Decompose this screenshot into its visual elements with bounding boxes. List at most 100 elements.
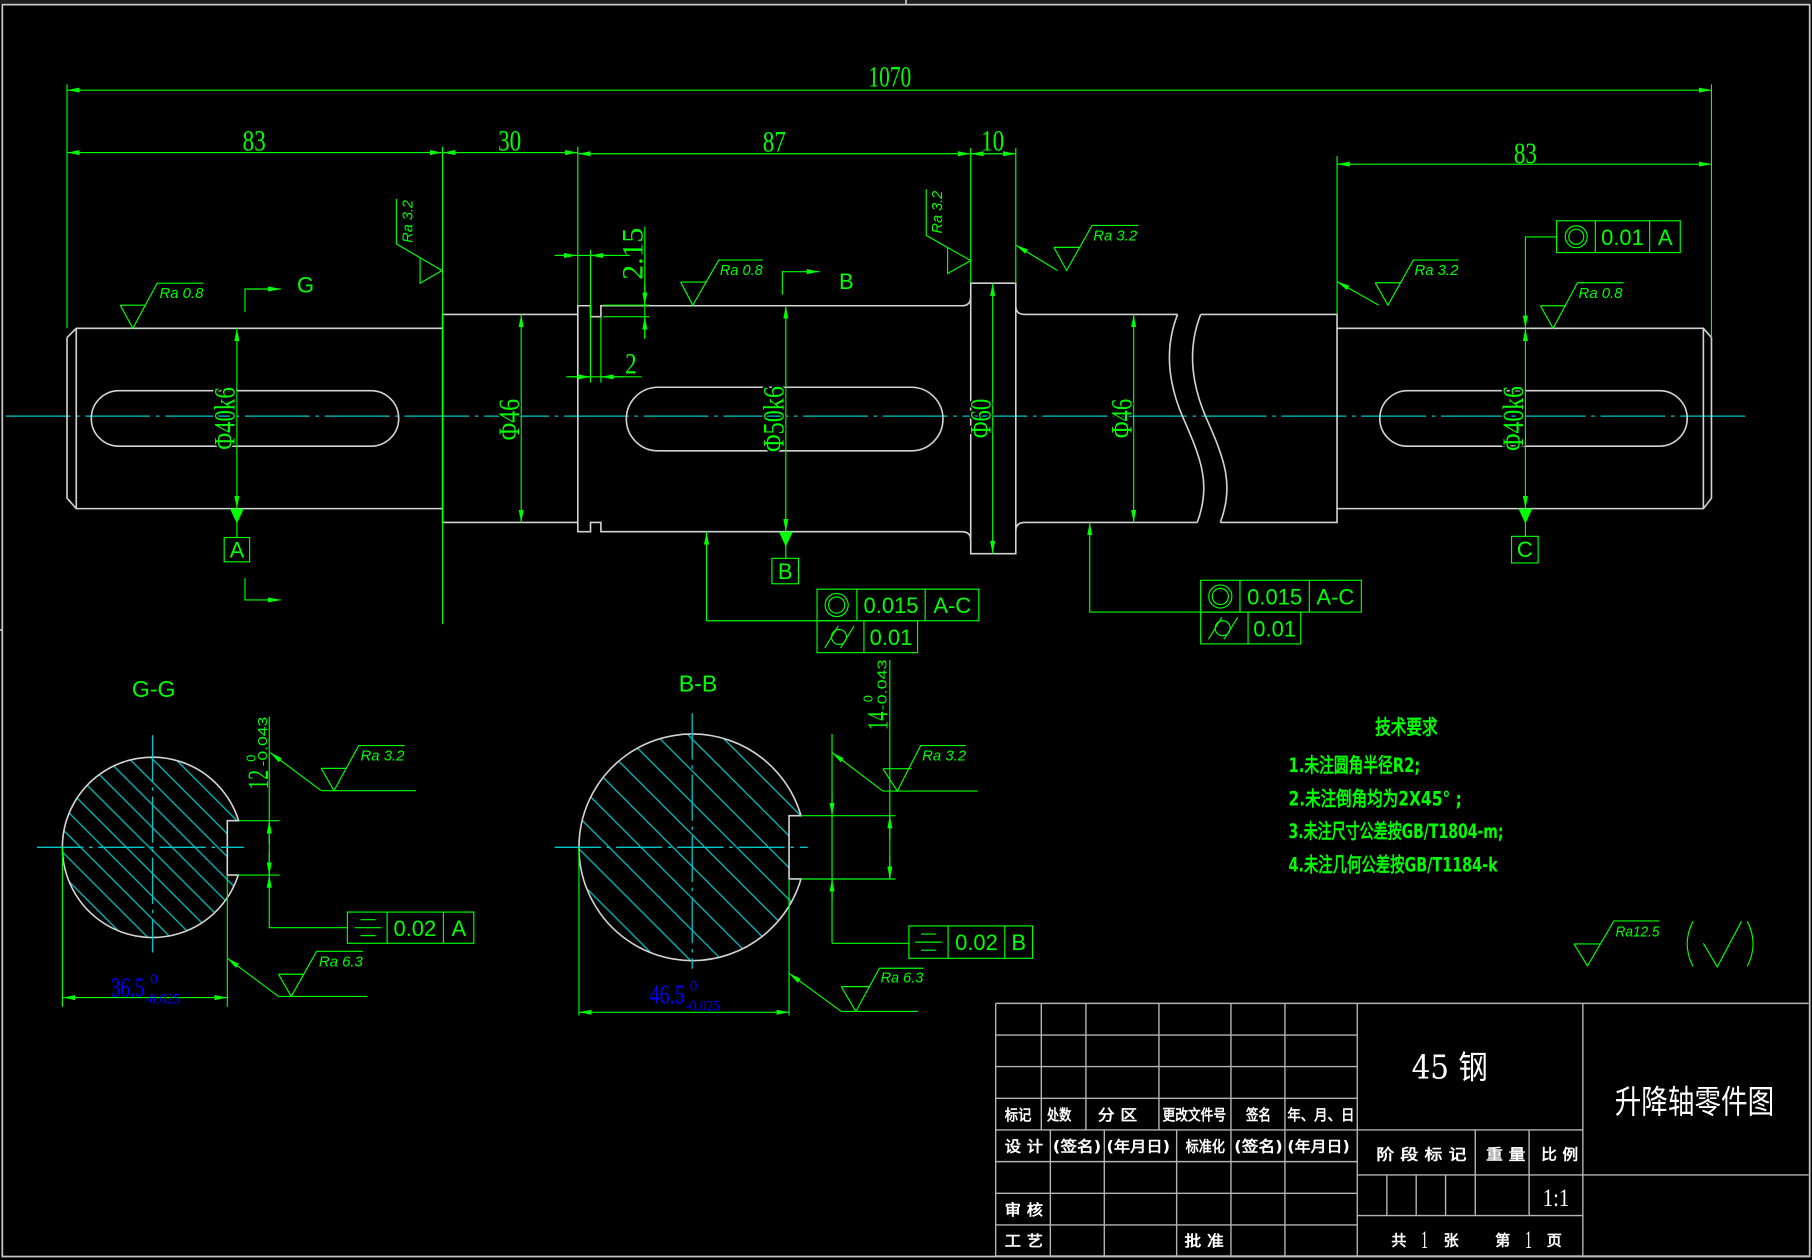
roughness-icon <box>1053 224 1139 272</box>
dim-key-depth: 36.5 0 -0.025 <box>62 971 228 1007</box>
dim-key-width: 14 0 -0.043 <box>860 659 895 879</box>
datum-c: C <box>1510 535 1539 564</box>
section-cut-label: G <box>297 272 314 297</box>
dim-collar-width: 10 <box>970 123 1016 157</box>
tech-requirements: 技术要求 1.未注圆角半径R2; 2.未注倒角均为2X45° ; 3.未注尺寸公… <box>1289 716 1504 877</box>
keyway-right <box>1378 389 1689 448</box>
datum-triangle <box>778 531 793 547</box>
section-cut-b: B <box>781 269 854 295</box>
title-block: 标记 处数 分 区 更改文件号 签名 年、月、日 设 计 (签名) (年月日) … <box>994 1002 1809 1257</box>
extension-lines <box>61 820 280 1007</box>
cylindricity-icon <box>824 625 855 649</box>
gdt-value: 0.01 <box>1601 225 1644 250</box>
stage-label: 阶 段 标 记 <box>1376 1145 1466 1163</box>
cylindricity-icon <box>1207 616 1239 640</box>
datum-label: B <box>778 559 793 584</box>
dim-tol-upper: 0 <box>150 972 158 988</box>
dim-dia-body: Φ46 <box>1103 314 1140 523</box>
gdt-frame-symmetry: 0.02 A <box>266 875 475 944</box>
title-block-label: (年月日) <box>1287 1137 1349 1155</box>
gdt-value: 0.01 <box>870 625 913 650</box>
roughness-icon <box>1539 282 1624 330</box>
dim-key-depth: 46.5 0 -0.025 <box>578 978 790 1015</box>
dim-tol-upper: 0 <box>243 755 258 762</box>
design-row: 设 计 (签名) (年月日) 标准化 (签名) (年月日) <box>1005 1137 1350 1155</box>
dim-tol-upper: 0 <box>860 695 875 702</box>
datum-triangle <box>229 508 244 524</box>
dim-tol-upper: 0 <box>690 979 698 995</box>
dim-text: 1070 <box>868 60 911 94</box>
tech-requirement-item: 2.未注倒角均为2X45° ; <box>1289 788 1462 811</box>
dim-dia-collar: Φ60 <box>962 283 999 554</box>
dim-text: 46.5 <box>649 978 684 1009</box>
roughness-icon <box>1573 920 1659 968</box>
roughness-value: Ra 3.2 <box>401 200 417 243</box>
roughness-seat: Ra 0.8 <box>680 259 763 307</box>
roughness-body-face: Ra 3.2 <box>1336 259 1459 307</box>
roughness-key-side: Ra 3.2 <box>269 745 417 792</box>
approve-label: 批 准 <box>1185 1232 1224 1250</box>
process-label: 工 艺 <box>1005 1232 1043 1250</box>
break-line-left <box>1168 314 1205 523</box>
title-block-label: (签名) <box>1234 1137 1283 1155</box>
sheets-total-suffix: 张 <box>1444 1232 1460 1250</box>
roughness-value: Ra 3.2 <box>1414 263 1458 279</box>
dim-tol-lower: -0.043 <box>874 659 889 710</box>
concentricity-icon <box>824 592 849 618</box>
gdt-value: 0.015 <box>1247 585 1302 610</box>
gdt-datum: A-C <box>933 593 971 618</box>
gdt-value: 0.01 <box>1253 616 1296 641</box>
dim-dia-left-end: Φ40k6 <box>206 328 244 538</box>
gdt-frame-symmetry: 0.02 B <box>832 925 1034 959</box>
title-block-grid <box>994 1002 1809 1257</box>
material: 45 钢 <box>1412 1049 1488 1087</box>
dim-text: 12 <box>241 770 275 790</box>
section-view-g: G-G 12 0 -0.043 36.5 0 -0.025 <box>36 676 475 1007</box>
general-roughness: Ra12.5 <box>1573 920 1754 969</box>
main-view: 1070 83 30 87 10 83 2 <box>5 60 1745 654</box>
concentricity-icon <box>1564 225 1588 249</box>
roughness-key-bottom: Ra 6.3 <box>788 967 924 1013</box>
roughness-value: Ra 0.8 <box>159 286 203 302</box>
gdt-frame-body: 0.015 A-C 0.01 <box>1087 522 1362 645</box>
dim-left-end-length: 83 <box>67 123 443 157</box>
roughness-value: Ra 3.2 <box>930 191 946 234</box>
roughness-value: Ra12.5 <box>1616 924 1661 940</box>
dim-seat-length: 87 <box>577 124 971 158</box>
gdt-value: 0.02 <box>394 916 437 941</box>
datum-label: C <box>1517 537 1533 562</box>
concentricity-icon <box>1208 584 1233 609</box>
roughness-icon <box>395 198 443 285</box>
dim-groove-depth: 2.15 <box>554 226 650 339</box>
sheet-no-suffix: 页 <box>1547 1232 1562 1250</box>
review-label: 审 核 <box>1005 1201 1043 1219</box>
roughness-shoulder-face: Ra 3.2 <box>395 198 443 285</box>
section-cut-label: B <box>839 269 854 294</box>
dim-text: Φ40k6 <box>1496 386 1530 451</box>
gdt-value: 0.02 <box>955 930 998 955</box>
title-block-label: 标准化 <box>1185 1137 1225 1155</box>
revision-header-row: 标记 处数 分 区 更改文件号 签名 年、月、日 <box>1004 1106 1354 1124</box>
dim-right-end-length: 83 <box>1337 136 1712 170</box>
title-block-label: (签名) <box>1053 1137 1102 1155</box>
gdt-datum: A <box>1658 225 1673 250</box>
roughness-value: Ra 0.8 <box>1579 286 1623 302</box>
roughness-collar-right-face: Ra 3.2 <box>1015 224 1139 272</box>
title-block-label: 更改文件号 <box>1163 1106 1227 1124</box>
roughness-icon <box>320 745 405 792</box>
title-block-label: 签名 <box>1245 1106 1271 1124</box>
gdt-frame-seat: 0.015 A-C 0.01 <box>703 531 980 654</box>
check-in-parentheses-icon <box>1686 921 1754 969</box>
datum-label: A <box>230 538 245 563</box>
roughness-icon <box>1374 259 1459 307</box>
tech-requirement-item: 4.未注几何公差按GB/T1184-k <box>1289 854 1499 877</box>
roughness-value: Ra 6.3 <box>881 971 924 987</box>
dim-text: Φ50k6 <box>757 386 791 452</box>
dim-dia-right-end: Φ40k6 <box>1494 328 1533 537</box>
sheets-total: 1 <box>1421 1226 1428 1254</box>
symmetry-icon <box>915 933 942 951</box>
roughness-value: Ra 3.2 <box>361 749 405 765</box>
roughness-icon <box>680 259 763 307</box>
